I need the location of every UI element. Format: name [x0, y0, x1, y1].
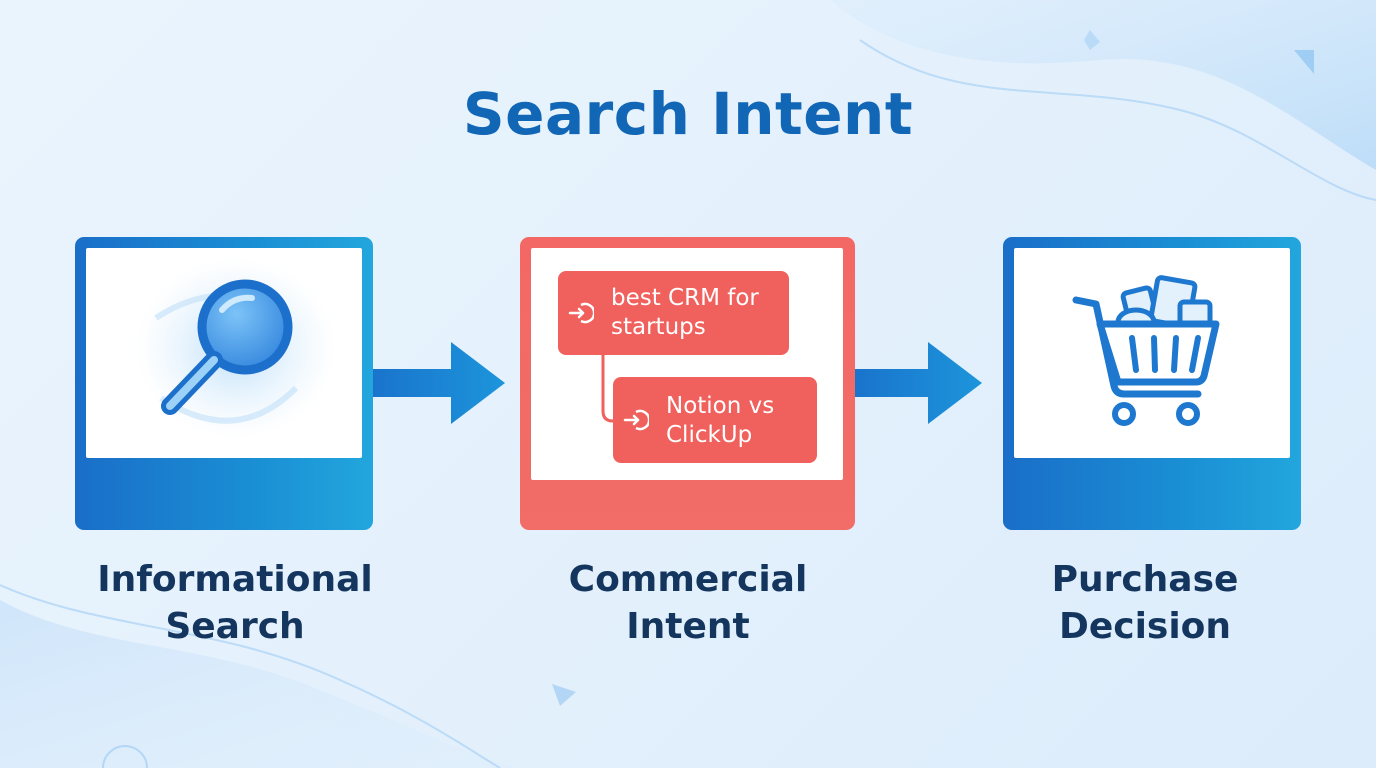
shopping-cart-icon [1072, 275, 1220, 426]
deco-triangle-top-right [1294, 50, 1314, 74]
page-title: Search Intent [462, 80, 914, 148]
query-pill-2: Notion vs ClickUp [613, 377, 817, 463]
wave-line-bottom-left [0, 584, 501, 768]
stage-label-informational: Informational Search [65, 556, 405, 650]
query-text-line1: Notion vs [666, 393, 775, 419]
deco-diamond-bottom [552, 684, 576, 706]
stage-label-purchase: Purchase Decision [975, 556, 1315, 650]
stage-card-purchase [1003, 237, 1301, 530]
arrow-right-icon [855, 342, 982, 424]
arrow-in-icon [623, 409, 649, 431]
wave-top-right [830, 0, 1376, 170]
stage-label-line1: Commercial [568, 559, 808, 600]
deco-diamond-top [1084, 30, 1100, 50]
stage-label-line2: Search [165, 606, 305, 647]
stage-card-panel [1014, 248, 1290, 458]
stage-label-line1: Purchase [1051, 559, 1239, 600]
wave-bottom-left [0, 600, 520, 768]
stage-label-line1: Informational [97, 559, 373, 600]
query-pill-1: best CRM for startups [558, 271, 789, 355]
query-text-line2: startups [611, 314, 706, 340]
stage-card-commercial: best CRM for startups Notion vs ClickUp [520, 237, 855, 530]
stage-label-commercial: Commercial Intent [518, 556, 858, 650]
arrow-right-icon [373, 342, 505, 424]
arrow-in-icon [568, 302, 594, 324]
wave-line-top-right [859, 39, 1376, 201]
deco-ring [102, 745, 148, 768]
stage-card-informational [75, 237, 373, 530]
stage-card-panel [86, 248, 362, 458]
stage-label-line2: Decision [1058, 606, 1232, 647]
query-text-line1: best CRM for [611, 285, 759, 311]
query-text-line2: ClickUp [666, 422, 753, 448]
query-connector [601, 353, 637, 423]
stage-card-panel: best CRM for startups Notion vs ClickUp [531, 248, 843, 480]
magnifying-glass-icon [136, 258, 336, 438]
stage-label-line2: Intent [626, 606, 750, 647]
